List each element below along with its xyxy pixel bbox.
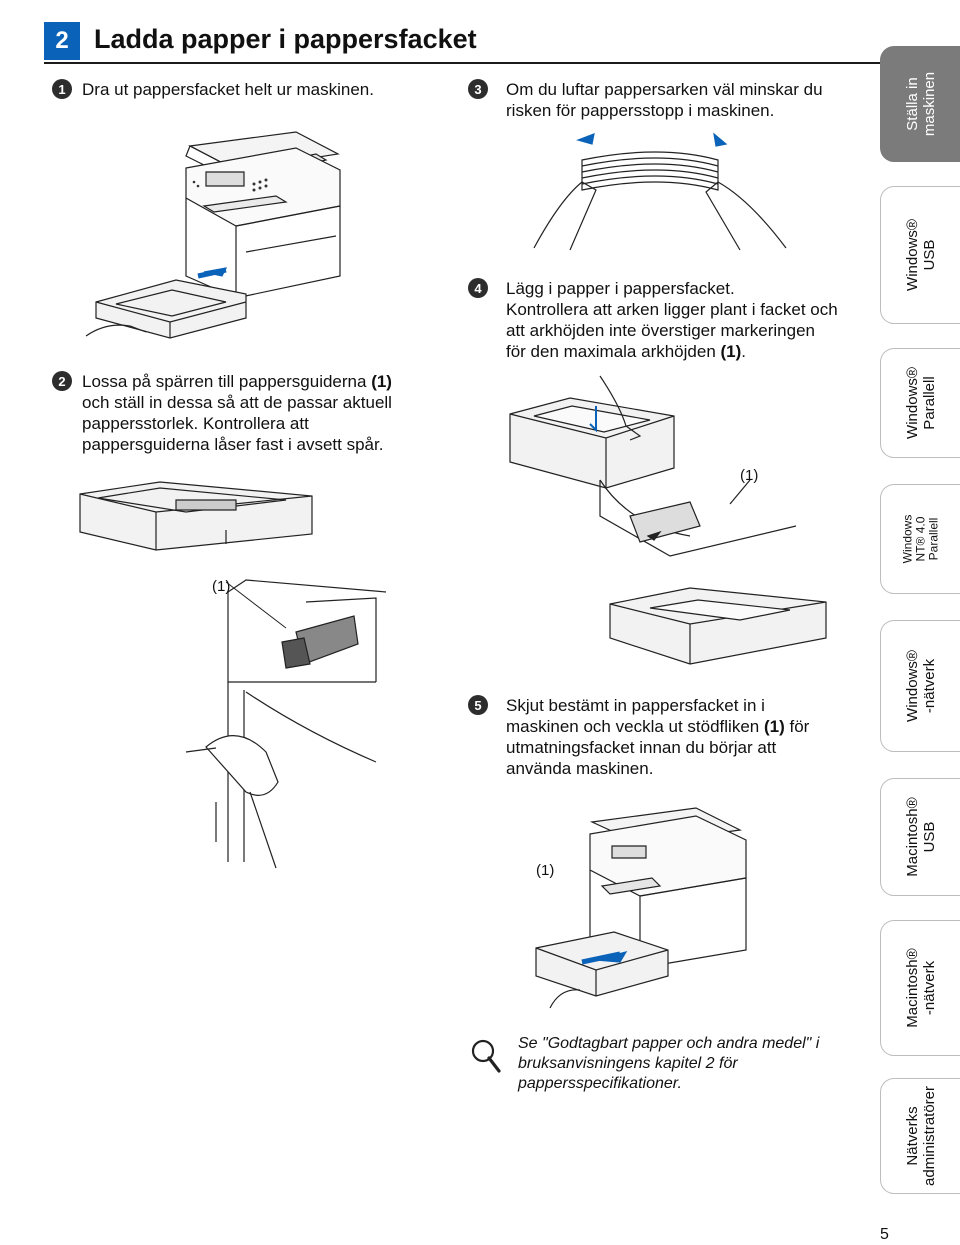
step-3-badge: 3 [468, 79, 488, 99]
step-4-line-4-text: för den maximala arkhöjden [506, 342, 721, 361]
tab-stalla-in-maskinen[interactable]: Ställa in maskinen [880, 46, 960, 162]
step-2-line-4: pappersguiderna låser fast i avsett spår… [82, 435, 384, 454]
printer-tray-out-illustration [86, 126, 346, 346]
title-rule [44, 62, 880, 64]
note-line-3: pappersspecifikationer. [518, 1075, 682, 1092]
tab-windows-parallell-label: Windows® Parallell [904, 367, 938, 439]
step-4-line-4-end: . [741, 342, 747, 361]
section-number: 2 [44, 22, 80, 60]
step-4-line-3: att arkhöjden inte överstiger markeringe… [506, 321, 815, 340]
step-2-line-1-text: Lossa på spärren till pappersguiderna [82, 372, 372, 391]
tab-label-line: Windows® [903, 219, 921, 291]
insert-tray-illustration [536, 800, 776, 1012]
step-4-line-1: Lägg i papper i pappersfacket. [506, 279, 735, 298]
step-4-ref: (1) [720, 342, 742, 361]
paper-guide-closeup-illustration [186, 572, 386, 872]
callout-support-flap: (1) [536, 862, 555, 879]
tab-label-line: -nätverk [920, 658, 938, 714]
step-2-badge: 2 [52, 371, 72, 391]
tab-label-line: Windows® [903, 650, 921, 722]
paper-tray-illustration [76, 478, 316, 558]
tab-label-line: Parallell [926, 517, 940, 561]
step-5-line-3: utmatningsfacket innan du börjar att [506, 738, 777, 757]
tab-windows-usb-label: Windows® USB [904, 219, 938, 291]
step-5-line-2-text: maskinen och veckla ut stödfliken [506, 717, 764, 736]
step-4-line-4: för den maximala arkhöjden (1). [506, 341, 838, 362]
tab-windows-nt-parallell-label: Windows NT® 4.0 Parallell [900, 514, 940, 564]
tab-label-line: NT® 4.0 [913, 516, 927, 562]
tab-label-line: USB [920, 821, 938, 853]
tab-natverks-administratorer-label: Nätverks administratörer [904, 1086, 938, 1186]
step-2-ref: (1) [371, 372, 392, 391]
tab-windows-natverk-label: Windows® -nätverk [904, 650, 938, 722]
step-5-line-1: Skjut bestämt in pappersfacket in i [506, 696, 765, 715]
step-5-text: Skjut bestämt in pappersfacket in i mask… [506, 695, 809, 779]
note-line-2: bruksanvisningens kapitel 2 för [518, 1055, 738, 1072]
tab-label-line: -nätverk [920, 960, 938, 1016]
tab-windows-natverk[interactable]: Windows® -nätverk [880, 620, 960, 752]
step-5-line-2: maskinen och veckla ut stödfliken (1) fö… [506, 716, 809, 737]
note-text: Se "Godtagbart papper och andra medel" i… [518, 1034, 819, 1094]
tab-label-line: Windows® [903, 367, 921, 439]
section-title: Ladda papper i pappersfacket [94, 24, 477, 54]
tab-natverks-administratorer[interactable]: Nätverks administratörer [880, 1078, 960, 1194]
tab-label-line: Windows [900, 514, 914, 564]
step-5-ref: (1) [763, 717, 785, 736]
tab-label-line: Parallell [920, 376, 938, 430]
step-5-badge: 5 [468, 695, 488, 715]
step-2-line-2: och ställ in dessa så att de passar aktu… [82, 393, 392, 412]
tab-label-line: Nätverks [903, 1106, 921, 1166]
tab-label-line: Macintosh® [903, 948, 921, 1028]
tab-macintosh-natverk[interactable]: Macintosh® -nätverk [880, 920, 960, 1056]
tab-label-line: maskinen [920, 71, 938, 137]
tab-windows-usb[interactable]: Windows® USB [880, 186, 960, 324]
step-4-text: Lägg i papper i pappersfacket. Kontrolle… [506, 278, 838, 362]
step-3-line-1: Om du luftar pappersarken väl minskar du [506, 80, 823, 99]
page-number: 5 [880, 1226, 889, 1243]
step-5-line-4: använda maskinen. [506, 759, 654, 778]
tab-label-line: Ställa in [903, 77, 921, 131]
tab-windows-parallell[interactable]: Windows® Parallell [880, 348, 960, 458]
loading-paper-illustration [500, 376, 830, 686]
callout-guide: (1) [212, 578, 231, 595]
fanning-paper-illustration [530, 130, 790, 260]
tab-macintosh-natverk-label: Macintosh® -nätverk [904, 948, 938, 1027]
step-2-text: Lossa på spärren till pappersguiderna (1… [82, 371, 392, 455]
step-4-badge: 4 [468, 278, 488, 298]
step-1-badge: 1 [52, 79, 72, 99]
step-3-text: Om du luftar pappersarken väl minskar du… [506, 79, 823, 121]
tab-macintosh-usb[interactable]: Macintosh® USB [880, 778, 960, 896]
tab-label-line: USB [920, 239, 938, 271]
callout-height-mark: (1) [740, 467, 759, 484]
tab-label-line: administratörer [920, 1085, 938, 1187]
step-1-text: Dra ut pappersfacket helt ur maskinen. [82, 80, 374, 99]
note-line-1: Se "Godtagbart papper och andra medel" i [518, 1035, 820, 1052]
tab-stalla-in-maskinen-label: Ställa in maskinen [904, 72, 938, 136]
magnifier-icon [470, 1038, 502, 1074]
tab-label-line: Macintosh® [903, 797, 921, 877]
tab-windows-nt-parallell[interactable]: Windows NT® 4.0 Parallell [880, 484, 960, 594]
step-2-line-1: Lossa på spärren till pappersguiderna (1… [82, 371, 392, 392]
tab-macintosh-usb-label: Macintosh® USB [904, 797, 938, 876]
step-2-line-3: pappersstorlek. Kontrollera att [82, 414, 309, 433]
step-3-line-2: risken för pappersstopp i maskinen. [506, 101, 775, 120]
step-5-line-2-end: för [784, 717, 810, 736]
step-4-line-2: Kontrollera att arken ligger plant i fac… [506, 300, 838, 319]
